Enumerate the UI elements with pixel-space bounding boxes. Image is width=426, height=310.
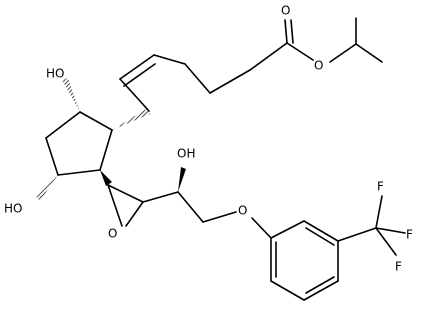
- epoxide-oxygen-label: O: [108, 227, 117, 241]
- aryl-ether-oxygen-label: O: [238, 204, 247, 218]
- side-chain-hydroxyl-label: OH: [177, 147, 195, 161]
- benzene-ring: [270, 220, 339, 301]
- fluorine-label-right: F: [406, 228, 413, 242]
- stereo-hashed-bonds: [36, 78, 150, 201]
- fluorine-label-top: F: [377, 180, 384, 194]
- epoxide-ring: [107, 184, 144, 227]
- fluorine-label-bottom: F: [395, 260, 402, 274]
- ester-oxygen-label: O: [314, 59, 323, 73]
- trifluoromethyl-group: [337, 195, 406, 256]
- cyclopentane-ring: [45, 111, 113, 176]
- stereo-bold-wedge: [100, 170, 112, 186]
- hydroxyl-label-bottom: HO: [4, 202, 22, 216]
- isopropyl-ester: [284, 17, 383, 63]
- side-chain: [142, 167, 272, 239]
- alpha-chain: [119, 42, 288, 112]
- hydroxyl-label-top: HO: [46, 67, 64, 81]
- carbonyl-oxygen-label: O: [281, 4, 290, 18]
